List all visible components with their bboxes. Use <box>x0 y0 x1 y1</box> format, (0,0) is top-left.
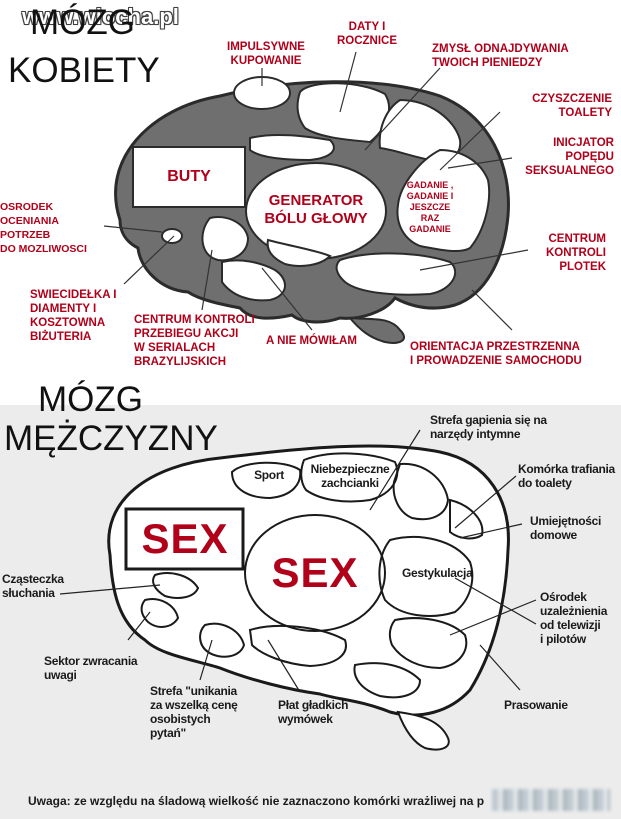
female-title-line2: KOBIETY <box>8 51 160 90</box>
blurred-text-region <box>492 789 610 811</box>
gadanie-cell-label: GADANIE , GADANIE I JESZCZE RAZ GADANIE <box>406 180 454 234</box>
label-czyszczenie: CZYSZCZENIE TOALETY <box>532 93 612 119</box>
female-brain-shape <box>114 76 510 344</box>
watermark-text: www.wiocha.pl <box>22 4 179 29</box>
footer-note: Uwaga: ze względu na śladową wielkość ni… <box>28 794 485 808</box>
label-daty: DATY I ROCZNICE <box>336 21 398 47</box>
label-centrum-plotek: CENTRUM KONTROLI PLOTEK <box>545 233 606 273</box>
label-komorka: Komórka trafiania do toalety <box>518 462 615 490</box>
label-osrodek-uzaleznienia: Ośrodek uzależnienia od telewizji i pilo… <box>540 590 608 646</box>
sex-cell-label-1: SEX <box>141 515 229 562</box>
label-inicjator: INICJATOR POPĘDU SEKSUALNEGO <box>525 137 614 177</box>
label-sektor: Sektor zwracania uwagi <box>44 654 138 682</box>
male-leader-lines <box>59 429 537 693</box>
gestykulacja-cell-label: Gestykulacja <box>402 566 473 580</box>
label-prasowanie: Prasowanie <box>504 698 568 712</box>
label-plat: Płat gładkich wymówek <box>278 698 349 726</box>
label-impulsywne: IMPULSYWNE KUPOWANIE <box>227 41 305 67</box>
male-brain-shape <box>107 444 510 751</box>
label-umiejetnosci: Umiejętności domowe <box>530 514 602 542</box>
label-zmysl: ZMYSŁ ODNAJDYWANIA TWOICH PIENIEDZY <box>432 43 569 69</box>
label-a-nie-mowilam: A NIE MÓWIŁAM <box>266 335 357 347</box>
generator-cell-label: GENERATOR BÓLU GŁOWY <box>264 192 368 227</box>
sex-cell-label-2: SEX <box>271 549 359 596</box>
male-title-line2: MĘŻCZYZNY <box>4 419 218 458</box>
niebezpieczne-cell-label: Niebezpieczne zachcianki <box>310 462 390 490</box>
male-title-line1: MÓZG <box>38 380 143 419</box>
label-swiecidelka: SWIECIDEŁKA I DIAMENTY I KOSZTOWNA BIŻUT… <box>30 289 117 343</box>
female-leader-lines <box>103 51 529 331</box>
label-strefa-unikania: Strefa "unikania za wszelką cenę osobist… <box>150 684 238 740</box>
sport-cell-label: Sport <box>254 468 284 482</box>
buty-cell-label: BUTY <box>167 168 211 185</box>
label-strefa-gapienia: Strefa gapienia się na narzędy intymne <box>430 413 547 441</box>
female-title-line1: MÓZG <box>30 3 135 42</box>
label-centrum-akcji: CENTRUM KONTROLI PRZEBIEGU AKCJI W SERIA… <box>134 314 255 368</box>
label-osrodek-oceniania: OSRODEK OCENIANIA POTRZEB DO MOZLIWOSCI <box>0 201 87 255</box>
label-czasteczka: Cząsteczka słuchania <box>2 572 64 600</box>
label-orientacja: ORIENTACJA PRZESTRZENNA I PROWADZENIE SA… <box>410 341 582 367</box>
